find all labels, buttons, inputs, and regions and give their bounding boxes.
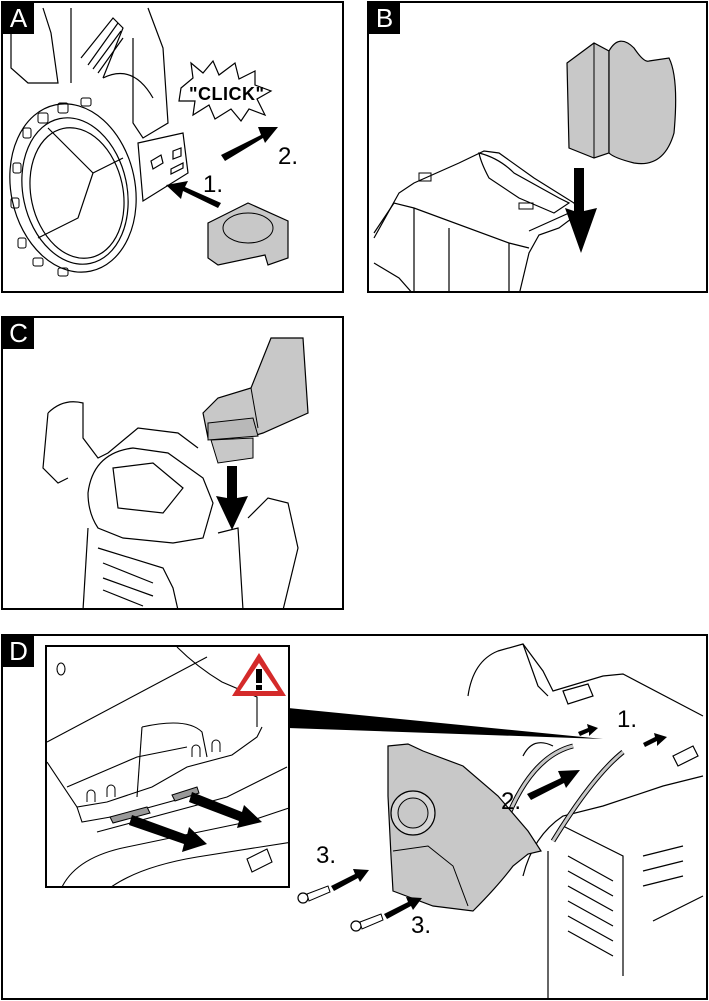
- panel-b-tag: B: [369, 3, 400, 34]
- arrow-down: [216, 466, 248, 530]
- arrow-step-1: [166, 181, 221, 208]
- panel-d-illustration: [288, 643, 704, 998]
- screw-icon: [350, 913, 384, 932]
- panel-a-tag: A: [3, 3, 34, 34]
- panel-c-illustration: [42, 337, 309, 608]
- step-label-3b: 3.: [411, 912, 432, 939]
- panel-a: A: [1, 1, 344, 293]
- step-label-3a: 3.: [316, 842, 337, 869]
- step-label-2: 2.: [278, 143, 299, 170]
- panel-c-tag: C: [3, 318, 34, 349]
- panel-c: C: [1, 316, 344, 610]
- step-label-1: 1.: [617, 706, 638, 733]
- arrow-down: [565, 168, 597, 253]
- warning-triangle-icon: [232, 653, 286, 696]
- panel-b: B: [367, 1, 708, 293]
- panel-d-tag: D: [3, 636, 34, 667]
- panel-b-illustration: [373, 40, 677, 291]
- step-label-2: 2.: [501, 788, 522, 815]
- screw-icon: [297, 885, 331, 904]
- arrow-step-2: [221, 127, 278, 161]
- click-sound-label: "CLICK": [189, 84, 265, 104]
- panel-a-illustration: [9, 7, 289, 277]
- panel-d: D: [1, 634, 708, 1000]
- step-label-1: 1.: [203, 171, 224, 198]
- inset-illustration: [47, 647, 288, 886]
- detail-inset: [45, 645, 290, 888]
